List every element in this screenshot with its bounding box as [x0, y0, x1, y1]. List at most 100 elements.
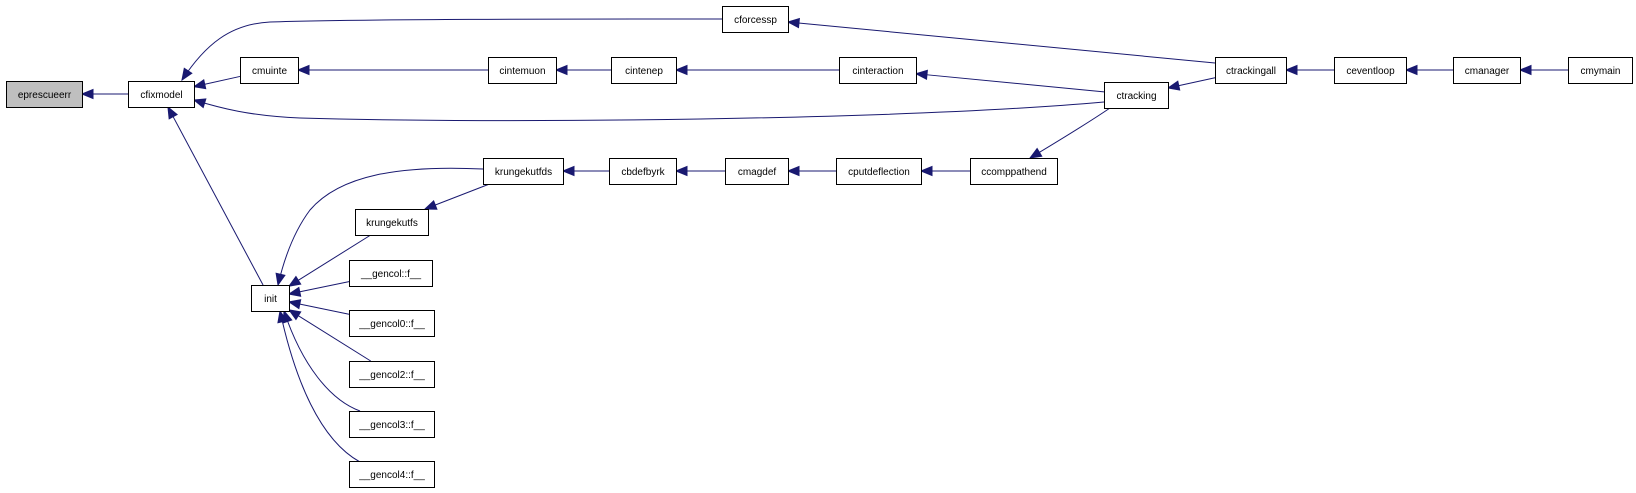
arrowhead: [181, 67, 193, 82]
node-krungekutfs[interactable]: krungekutfs: [355, 209, 429, 236]
node-box: [355, 209, 429, 236]
node-box: [349, 310, 435, 337]
node-ctrackingall[interactable]: ctrackingall: [1215, 57, 1287, 84]
edge-cbdefbyrk-to-krungekutfds: [561, 165, 609, 177]
node-label: __gencol4::f__: [358, 470, 425, 481]
node-init[interactable]: init: [251, 285, 290, 312]
edge-line: [279, 310, 361, 463]
edge-cmanager-to-ceventloop: [1404, 64, 1453, 76]
node-box: [609, 158, 677, 185]
edge-line: [193, 99, 1105, 122]
edge-line: [181, 18, 723, 81]
node-label: krungekutfs: [366, 218, 418, 229]
node-label: cintemuon: [499, 66, 545, 77]
node-ceventloop[interactable]: ceventloop: [1334, 57, 1407, 84]
node-cputdeflection[interactable]: cputdeflection: [836, 158, 922, 185]
node-gencol4[interactable]: __gencol4::f__: [349, 461, 435, 488]
node-gencol2[interactable]: __gencol2::f__: [349, 361, 435, 388]
node-cbdefbyrk[interactable]: cbdefbyrk: [609, 158, 677, 185]
arrowhead: [167, 105, 178, 120]
node-label: cmanager: [1465, 66, 1510, 77]
node-label: ccomppathend: [981, 167, 1047, 178]
arrowhead: [786, 17, 800, 29]
edge-init-to-cfixmodel: [167, 105, 264, 286]
arrowhead: [674, 64, 688, 76]
node-label: ctrackingall: [1226, 66, 1276, 77]
node-eprescueerr[interactable]: eprescueerr: [6, 81, 83, 108]
edge-line: [277, 167, 484, 286]
node-box: [836, 158, 922, 185]
node-box: [240, 57, 299, 84]
edge-cforcessp-to-cfixmodel: [181, 18, 723, 82]
arrowhead: [423, 199, 438, 210]
node-cforcessp[interactable]: cforcessp: [722, 6, 789, 33]
edge-cintemuon-to-cmuinte: [296, 64, 488, 76]
edge-line: [297, 314, 371, 362]
arrowhead: [287, 286, 302, 297]
node-box: [1215, 57, 1287, 84]
node-cintenep[interactable]: cintenep: [611, 57, 677, 84]
edge-layer: [80, 17, 1568, 463]
node-label: __gencol3::f__: [358, 420, 425, 431]
node-label: cmuinte: [252, 66, 287, 77]
edge-ctracking-to-cinteraction: [914, 69, 1105, 93]
arrowhead: [287, 299, 302, 310]
arrowhead: [192, 98, 207, 109]
edge-cinteraction-to-cintenep: [674, 64, 839, 76]
edge-line: [1177, 77, 1216, 87]
node-box: [725, 158, 789, 185]
arrowhead: [277, 309, 288, 324]
node-box: [349, 461, 435, 488]
node-box: [349, 260, 433, 287]
node-box: [611, 57, 677, 84]
arrowhead: [287, 309, 302, 321]
node-cmymain[interactable]: cmymain: [1568, 57, 1633, 84]
node-cintemuon[interactable]: cintemuon: [488, 57, 557, 84]
edge-cputdeflection-to-cmagdef: [786, 165, 836, 177]
node-box: [349, 361, 435, 388]
node-label: ceventloop: [1346, 66, 1395, 77]
node-gencol3[interactable]: __gencol3::f__: [349, 411, 435, 438]
node-cinteraction[interactable]: cinteraction: [839, 57, 917, 84]
node-label: cintenep: [625, 66, 663, 77]
edge-cmagdef-to-cbdefbyrk: [674, 165, 725, 177]
arrowhead: [786, 165, 800, 177]
arrowhead: [1284, 64, 1298, 76]
node-cmuinte[interactable]: cmuinte: [240, 57, 299, 84]
arrowhead: [919, 165, 933, 177]
node-krungekutfds[interactable]: krungekutfds: [483, 158, 564, 185]
edge-line: [925, 74, 1105, 93]
node-label: __gencol2::f__: [358, 370, 425, 381]
edge-line: [298, 281, 350, 293]
node-label: cfixmodel: [140, 90, 182, 101]
node-gencol0[interactable]: __gencol0::f__: [349, 310, 435, 337]
node-box: [349, 411, 435, 438]
arrowhead: [275, 272, 286, 287]
edge-ctracking-to-ccomppathend: [1028, 107, 1111, 159]
node-box: [970, 158, 1058, 185]
node-box: [6, 81, 83, 108]
edge-gencol3-to-init: [282, 309, 361, 412]
node-label: init: [264, 294, 277, 305]
edge-line: [434, 183, 490, 206]
node-gencol[interactable]: __gencol::f__: [349, 260, 433, 287]
edge-cfixmodel-to-eprescueerr: [80, 88, 128, 100]
edge-cmuinte-to-cfixmodel: [192, 75, 241, 90]
node-ctracking[interactable]: ctracking: [1104, 82, 1169, 109]
arrowhead: [1518, 64, 1532, 76]
node-box: [1104, 82, 1169, 109]
node-cmagdef[interactable]: cmagdef: [725, 158, 789, 185]
node-label: cforcessp: [734, 15, 777, 26]
edge-gencol-to-init: [287, 281, 350, 297]
arrowhead: [80, 88, 94, 100]
arrowhead: [561, 165, 575, 177]
node-cmanager[interactable]: cmanager: [1453, 57, 1521, 84]
node-label: ctracking: [1116, 91, 1156, 102]
node-cfixmodel[interactable]: cfixmodel: [128, 81, 195, 108]
edge-line: [283, 310, 361, 412]
edge-ccomppathend-to-cputdeflection: [919, 165, 970, 177]
arrowhead: [1166, 80, 1181, 91]
node-ccomppathend[interactable]: ccomppathend: [970, 158, 1058, 185]
edge-line: [787, 21, 1216, 64]
